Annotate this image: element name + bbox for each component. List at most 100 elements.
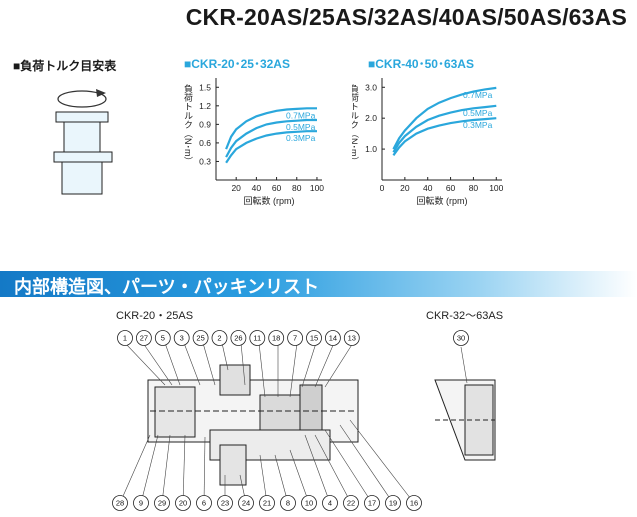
series-label: 0.3MPa [286, 133, 316, 143]
part-number: 24 [242, 499, 250, 508]
part-number: 28 [116, 499, 124, 508]
y-tick-label: 0.3 [199, 156, 211, 166]
part-number: 21 [263, 499, 271, 508]
series-label: 0.5MPa [286, 122, 316, 132]
y-tick-label: 1.5 [199, 82, 211, 92]
series-line-0-5mpa [392, 104, 497, 153]
part-number: 4 [328, 499, 332, 508]
part-number: 7 [293, 334, 297, 343]
series-label: 0.3MPa [463, 120, 493, 130]
part-balloon [112, 495, 128, 511]
y-tick-label: 1.2 [199, 101, 211, 111]
y-axis-label: 負荷トルク（N･m） [352, 83, 359, 166]
y-axis-label: 負荷トルク（N･m） [183, 83, 193, 166]
part-balloon [287, 330, 304, 346]
balloons-variant-large: 30 [453, 330, 469, 346]
chart2-title: ■CKR-40･50･63AS [368, 57, 474, 71]
y-tick-label: 0.6 [199, 138, 211, 148]
part-number: 25 [196, 334, 204, 343]
part-balloon [154, 330, 171, 346]
part-number: 16 [410, 499, 418, 508]
part-number: 22 [347, 499, 355, 508]
part-balloon [154, 495, 170, 511]
internal-structure-drawing-large: 30 [434, 330, 496, 461]
x-tick-label: 100 [310, 183, 324, 193]
y-tick-label: 2.0 [365, 113, 377, 123]
cross-section-body-large [434, 379, 496, 461]
cross-section-body [147, 364, 359, 486]
series-label: 0.7MPa [463, 90, 493, 100]
part-balloon [343, 330, 360, 346]
series-line-0-7mpa [225, 107, 317, 150]
model-title: CKR-20AS/25AS/32AS/40AS/50AS/63AS [185, 4, 627, 30]
series-line-0-7mpa [392, 86, 497, 150]
part-number: 19 [389, 499, 397, 508]
x-tick-label: 80 [469, 183, 479, 193]
rotary-shaft-icon [53, 111, 113, 195]
variant-label-small: CKR-20・25AS [116, 310, 194, 322]
chart1-title: ■CKR-20･25･32AS [184, 57, 290, 71]
x-tick-label: 100 [489, 183, 503, 193]
y-tick-label: 1.0 [365, 144, 377, 154]
section-bar [0, 271, 637, 297]
rotation-illustration [53, 89, 113, 195]
part-number: 14 [329, 334, 337, 343]
x-tick-label: 40 [252, 183, 262, 193]
part-balloon [301, 495, 317, 511]
part-balloon [211, 330, 228, 346]
part-number: 23 [221, 499, 229, 508]
x-tick-label: 20 [400, 183, 410, 193]
part-balloon [196, 495, 212, 511]
part-number: 11 [253, 334, 261, 343]
part-number: 26 [234, 334, 242, 343]
x-tick-label: 0 [380, 183, 385, 193]
part-number: 3 [180, 334, 184, 343]
series-line-0-3mpa [392, 117, 497, 156]
part-number: 13 [348, 334, 356, 343]
x-tick-label: 60 [272, 183, 282, 193]
series-line-0-5mpa [225, 118, 317, 158]
part-number: 15 [310, 334, 318, 343]
part-balloon [192, 330, 209, 346]
part-number: 30 [457, 334, 465, 343]
part-balloon [453, 330, 469, 346]
part-balloon [259, 495, 275, 511]
part-balloon [324, 330, 341, 346]
part-number: 2 [217, 334, 221, 343]
part-balloon [136, 330, 152, 346]
part-number: 10 [305, 499, 313, 508]
part-balloon [173, 330, 190, 346]
y-tick-label: 0.9 [199, 119, 211, 129]
x-axis-label: 回転数 (rpm) [417, 195, 468, 206]
part-balloon [175, 495, 191, 511]
part-number: 18 [272, 334, 280, 343]
leader-lines [119, 342, 415, 504]
part-balloon [217, 495, 233, 511]
part-balloon [306, 330, 322, 346]
variant-label-large: CKR-32～63AS [426, 310, 504, 322]
part-balloon [280, 495, 296, 511]
part-number: 29 [158, 499, 166, 508]
series-label: 0.5MPa [463, 108, 493, 118]
part-number: 20 [179, 499, 187, 508]
part-number: 8 [286, 499, 290, 508]
part-number: 17 [368, 499, 376, 508]
y-tick-label: 3.0 [365, 82, 377, 92]
series-line-0-3mpa [225, 130, 317, 164]
part-balloon [249, 330, 266, 346]
section-title: 内部構造図、パーツ・パッキンリスト [14, 277, 320, 297]
part-balloon [133, 495, 149, 511]
part-number: 27 [140, 334, 148, 343]
part-balloon [238, 495, 254, 511]
part-balloon [322, 495, 338, 511]
x-tick-label: 60 [446, 183, 456, 193]
part-number: 1 [123, 334, 127, 343]
part-balloon [364, 495, 380, 511]
x-tick-label: 20 [231, 183, 241, 193]
series-label: 0.7MPa [286, 110, 316, 120]
